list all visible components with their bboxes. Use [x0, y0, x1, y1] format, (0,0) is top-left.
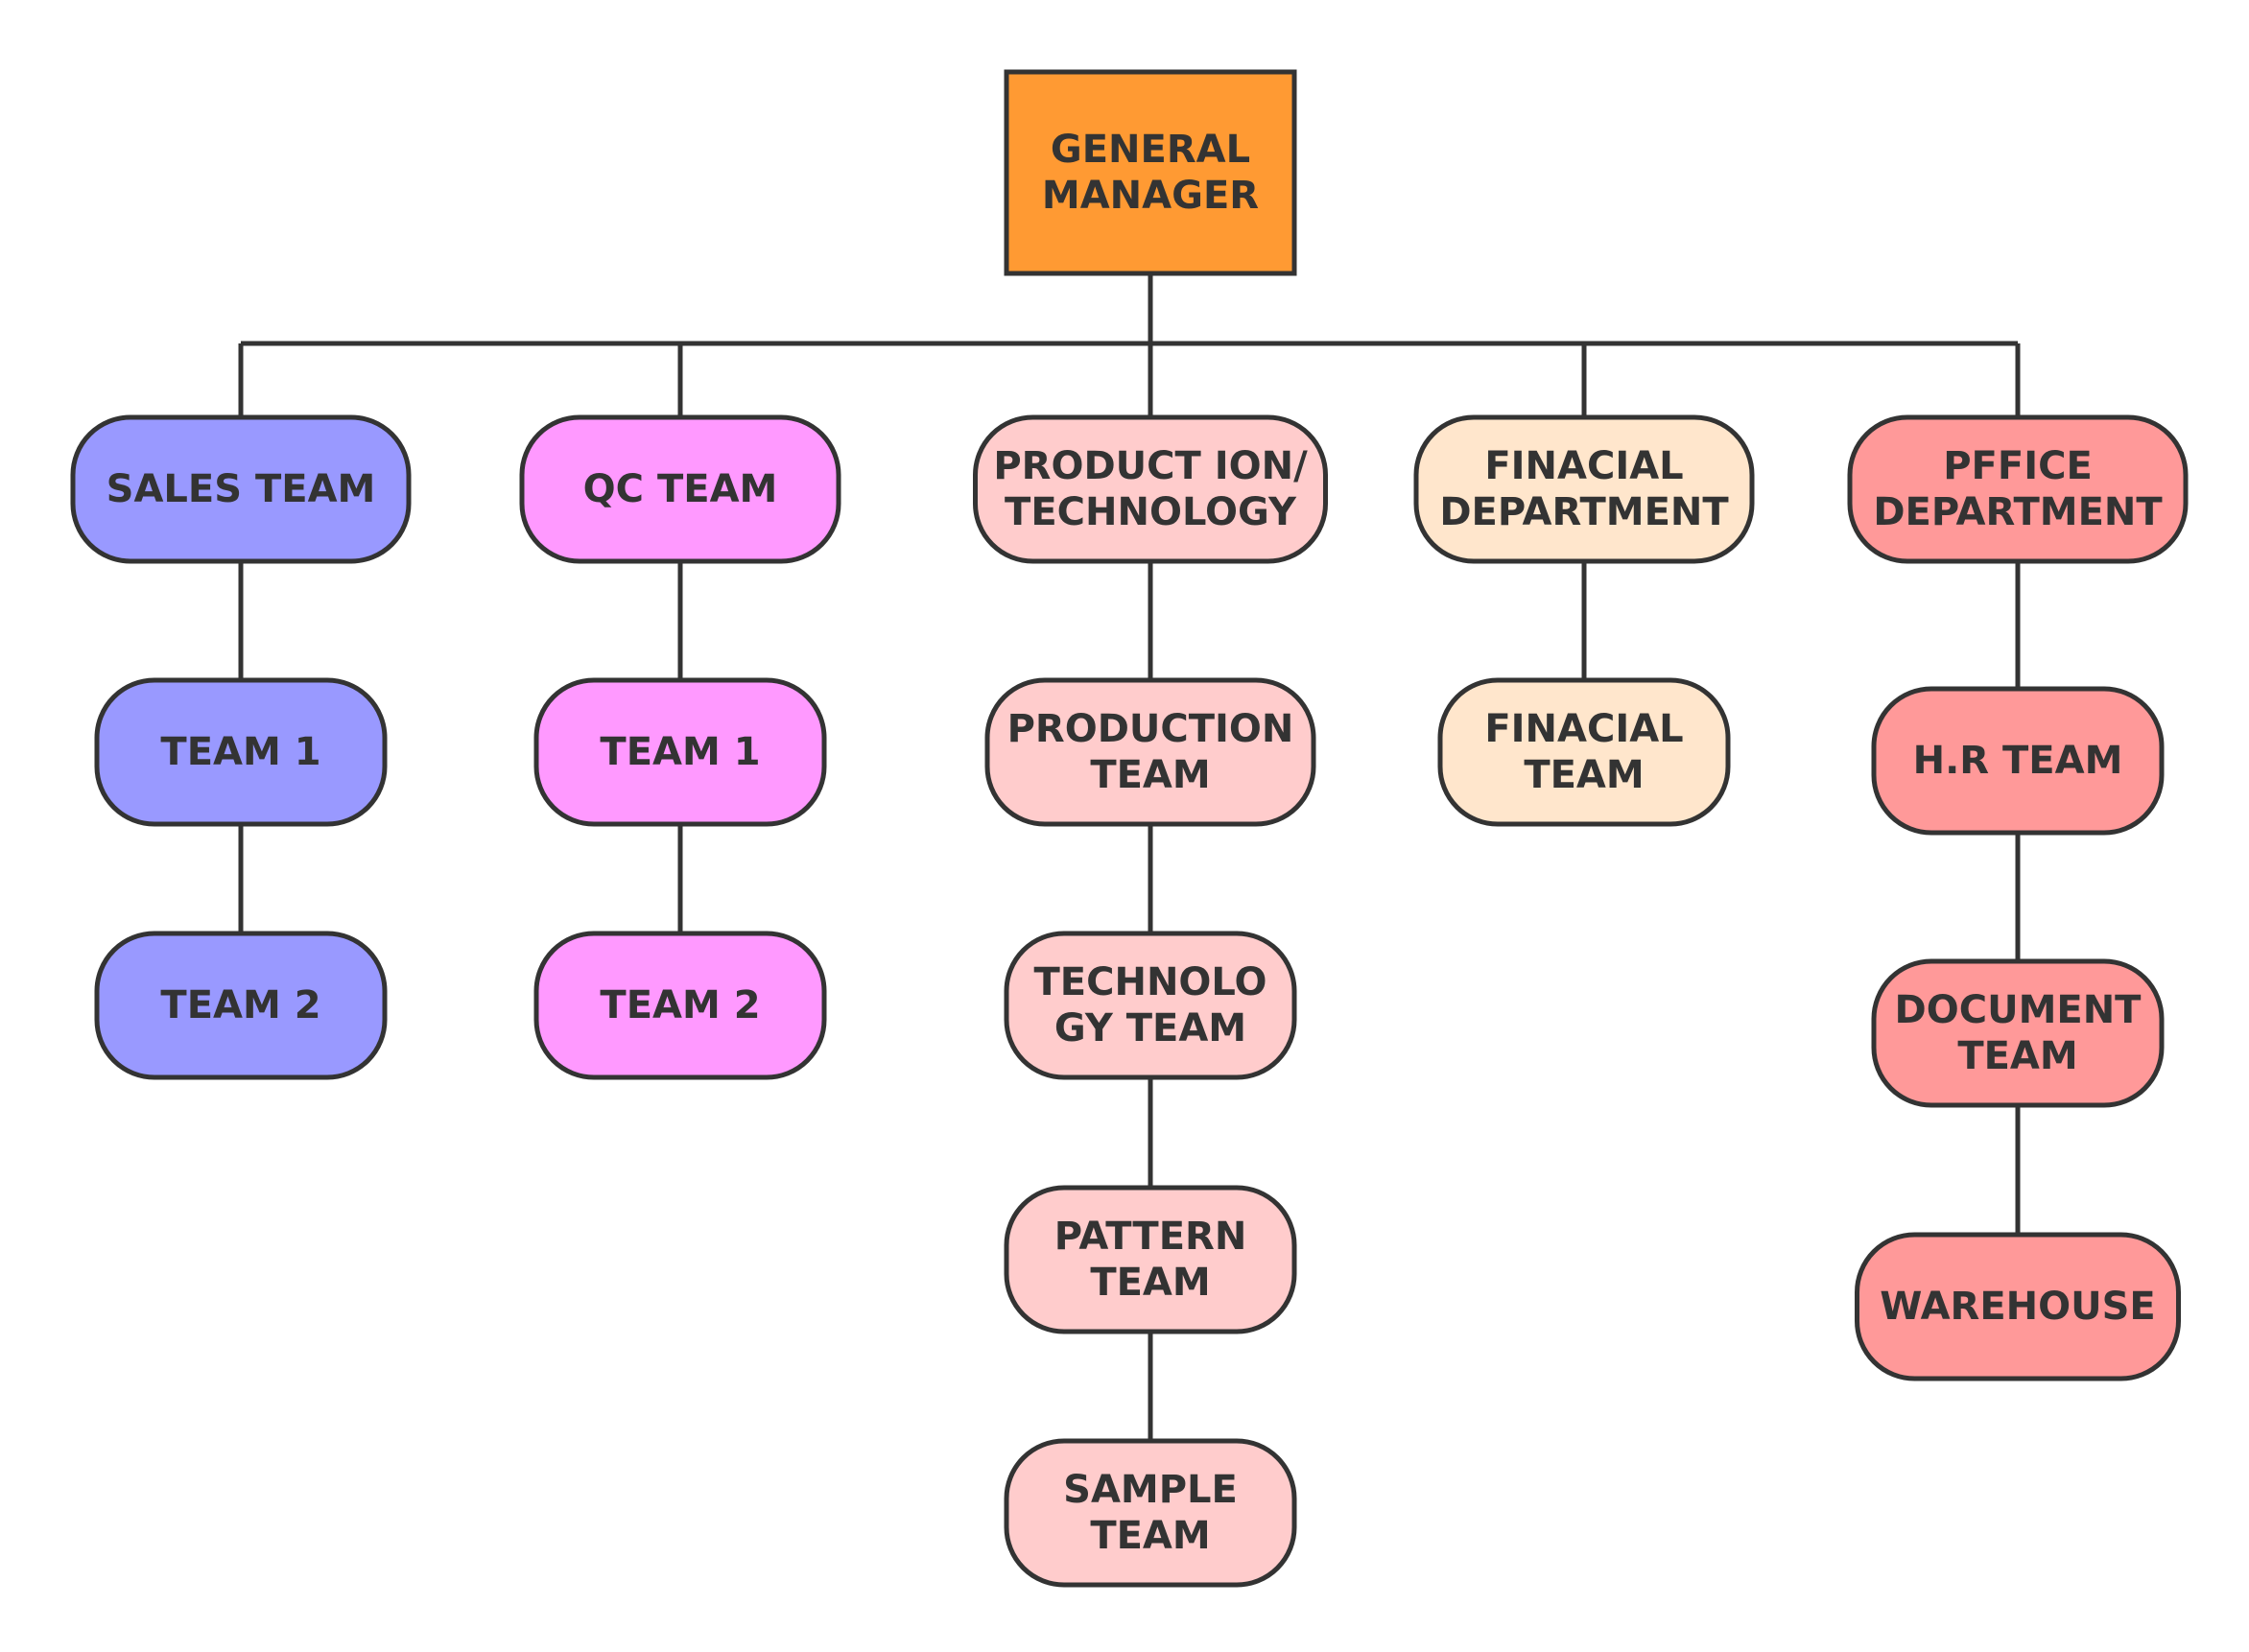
team-node-qc-1-box: [533, 677, 827, 827]
team-node-office-1-box: [1871, 686, 2165, 836]
general-manager-node-label: MANAGER: [1042, 174, 1259, 218]
team-node-financial-1-label: FINACIAL: [1484, 707, 1683, 751]
team-node-qc-1: TEAM 1: [533, 677, 827, 827]
general-manager-node-box: [1004, 69, 1297, 276]
team-node-production-technology-3-label: TEAM: [1090, 1261, 1210, 1305]
team-node-qc-2-label: TEAM 2: [600, 983, 760, 1027]
department-node-financial-box: [1413, 414, 1755, 564]
department-node-production-technology-box: [973, 414, 1328, 564]
team-node-financial-1-label: TEAM: [1524, 753, 1644, 797]
team-node-office-3-label: WAREHOUSE: [1880, 1285, 2156, 1329]
team-node-office-3-box: [1855, 1232, 2181, 1381]
team-node-qc-2-box: [533, 931, 827, 1080]
team-node-office-2-label: TEAM: [1957, 1034, 2077, 1078]
team-node-production-technology-2-label: GY TEAM: [1054, 1006, 1246, 1050]
department-node-financial-label: DEPARTMENT: [1439, 490, 1729, 534]
department-node-production-technology-label: PRODUCT ION/: [993, 444, 1308, 488]
team-node-sales-1-label: TEAM 1: [160, 730, 320, 774]
department-node-sales-box: [70, 414, 412, 564]
department-node-sales-label: SALES TEAM: [107, 467, 376, 511]
team-node-sales-1: TEAM 1: [94, 677, 388, 827]
general-manager-node-label: GENERAL: [1051, 128, 1250, 172]
team-node-production-technology-4-label: SAMPLE: [1063, 1468, 1238, 1512]
department-node-production-technology: PRODUCT ION/TECHNOLOGY: [973, 414, 1328, 564]
team-node-production-technology-4-label: TEAM: [1090, 1514, 1210, 1558]
department-node-office-label: DEPARTMENT: [1873, 490, 2163, 534]
team-node-office-1-label: H.R TEAM: [1913, 739, 2123, 783]
department-node-qc: QC TEAM: [519, 414, 841, 564]
department-node-production-technology-label: TECHNOLOGY: [1005, 490, 1297, 534]
team-node-qc-1-label: TEAM 1: [600, 730, 760, 774]
department-node-qc-label: QC TEAM: [583, 467, 778, 511]
team-node-office-3: WAREHOUSE: [1855, 1232, 2181, 1381]
team-node-sales-2: TEAM 2: [94, 931, 388, 1080]
team-node-sales-2-box: [94, 931, 388, 1080]
department-node-office-label: PFFICE: [1943, 444, 2093, 488]
department-node-sales: SALES TEAM: [70, 414, 412, 564]
department-node-qc-box: [519, 414, 841, 564]
department-node-financial-label: FINACIAL: [1484, 444, 1683, 488]
team-node-sales-1-box: [94, 677, 388, 827]
team-node-qc-2: TEAM 2: [533, 931, 827, 1080]
team-node-office-2-label: DOCUMENT: [1895, 988, 2142, 1032]
connectors: [238, 273, 2021, 1441]
team-node-sales-2-label: TEAM 2: [160, 983, 320, 1027]
team-node-production-technology-1-label: PRODUCTION: [1007, 707, 1294, 751]
team-node-production-technology-2-label: TECHNOLO: [1034, 960, 1267, 1004]
team-node-production-technology-3-label: PATTERN: [1054, 1215, 1247, 1259]
team-node-production-technology-1-label: TEAM: [1090, 753, 1210, 797]
department-node-office-box: [1847, 414, 2189, 564]
team-node-production-technology-2-box: [1004, 931, 1297, 1080]
team-node-production-technology-3-box: [1004, 1185, 1297, 1334]
team-node-production-technology-1-box: [984, 677, 1316, 827]
team-node-office-2-box: [1871, 958, 2165, 1108]
team-node-office-1: H.R TEAM: [1871, 686, 2165, 836]
team-node-production-technology-4-box: [1004, 1438, 1297, 1588]
team-node-financial-1-box: [1437, 677, 1731, 827]
team-node-production-technology-2: TECHNOLOGY TEAM: [1004, 931, 1297, 1080]
